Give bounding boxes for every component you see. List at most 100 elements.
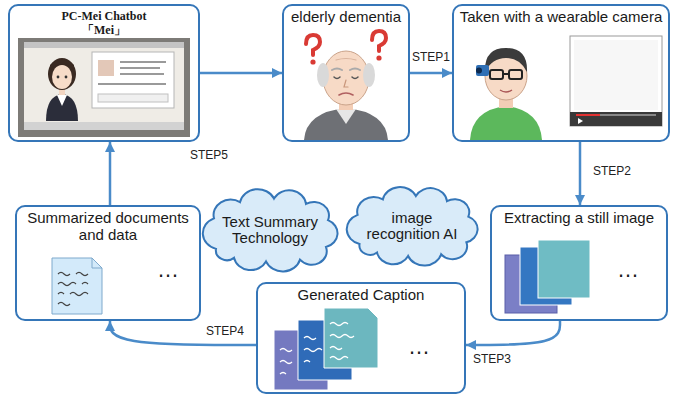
elderly-person-illustration [352,77,358,79]
elderly-person-illustration [332,59,360,96]
technology-cloud: Text Summary Technology [200,186,340,274]
chatbot-screenshot [98,60,114,76]
box-title: Taken with a wearable camera [454,6,668,25]
chatbot-screenshot [98,94,168,102]
still-image-stack [505,240,590,313]
flow-arrow [410,72,452,75]
summary-document-icon [58,283,88,286]
step-label: STEP2 [592,164,632,178]
chatbot-screenshot [120,73,164,75]
flow-arrow [466,321,560,345]
chatbot-screenshot [24,42,184,48]
elderly-person-illustration [334,77,340,79]
step-label: STEP3 [472,352,512,366]
cloud-label: Text Summary Technology [218,214,322,247]
summary-document-icon [58,303,70,306]
camera-wearer-illustration [503,73,509,75]
cloud-label: image recognition AI [360,210,464,243]
video-player-illustration [570,112,662,126]
patient-box: elderly dementia [282,4,410,142]
elderly-person-illustration [339,93,353,95]
elderly-person-illustration [306,35,320,55]
camera-wearer-illustration [470,48,542,140]
cloud-outline [347,187,478,266]
chatbot-screenshot [50,60,74,71]
box-title: elderly dementia [284,6,408,25]
camera-box: Taken with a wearable camera [452,4,670,142]
caption-document-stack [280,349,292,375]
elderly-person-illustration [323,51,369,105]
caption-document-stack [304,337,322,363]
chatbot-screenshot [18,38,190,137]
summary-document-icon [52,258,102,314]
video-player-illustration [574,40,658,110]
flow-arrow [110,321,256,345]
summary-document-icon [58,273,88,276]
technology-cloud: image recognition AI [344,184,480,268]
still-image-stack [538,240,590,298]
elderly-person-illustration [304,31,388,140]
elderly-person-illustration [317,63,329,87]
elderly-person-illustration [344,80,348,87]
step-label: STEP5 [189,148,229,162]
camera-wearer-illustration [509,70,522,79]
elderly-person-illustration [310,59,315,64]
summary-document-icon [58,273,88,306]
caption-box: Generated Caption … [256,282,466,394]
chatbot-screenshot [120,61,166,63]
elderly-person-illustration [372,31,386,51]
elderly-person-illustration [306,31,386,55]
chatbot-screenshot [24,122,184,130]
box-title: Generated Caption [258,284,464,303]
video-player-illustration [570,36,662,126]
chatbot-box: PC-Mei Chatbot「Mei」 [8,4,200,142]
camera-wearer-illustration [476,68,482,74]
video-player-illustration [578,118,583,124]
chatbot-screenshot [48,58,76,90]
chatbot-screenshot [98,83,166,85]
box-title: Extracting a still image [492,207,666,226]
box-title: Summarized documents and data [17,207,199,244]
chatbot-screenshot [57,95,67,106]
extract-box: Extracting a still image … [490,205,668,321]
elderly-person-illustration [336,109,356,124]
caption-document-stack [330,323,354,360]
camera-wearer-illustration [490,70,503,79]
summary-document-icon [92,258,102,268]
step-label: STEP4 [205,324,245,338]
camera-wearer-illustration [476,65,489,76]
flow-arrow [579,142,582,205]
video-player-illustration [576,114,656,116]
step-label: STEP1 [411,50,451,64]
chatbot-screenshot [24,42,184,130]
chatbot-screenshot [18,38,190,137]
ellipsis-mark: … [617,259,639,281]
elderly-person-illustration [336,59,356,61]
caption-document-stack [324,308,378,368]
caption-document-stack [274,308,378,390]
caption-document-stack [280,323,354,375]
ellipsis-mark: … [157,259,179,281]
box-title: PC-Mei Chatbot「Mei」 [54,6,154,38]
video-player-illustration [570,36,662,126]
elderly-person-illustration [376,55,381,60]
camera-wearer-illustration [485,48,527,72]
summary-box: Summarized documents and data … [15,205,201,321]
elderly-person-illustration [304,108,388,140]
ellipsis-mark: … [408,336,430,358]
camera-wearer-illustration [470,106,542,140]
chatbot-screenshot [120,67,160,69]
summary-document-icon [58,293,88,296]
elderly-person-illustration [332,69,342,71]
chatbot-screenshot [98,62,166,84]
chatbot-screenshot [92,52,174,108]
camera-wearer-illustration [500,90,512,92]
elderly-person-illustration [363,63,375,87]
chatbot-screenshot [52,65,72,89]
cloud-outline [203,189,338,271]
chatbot-screenshot [46,94,78,121]
